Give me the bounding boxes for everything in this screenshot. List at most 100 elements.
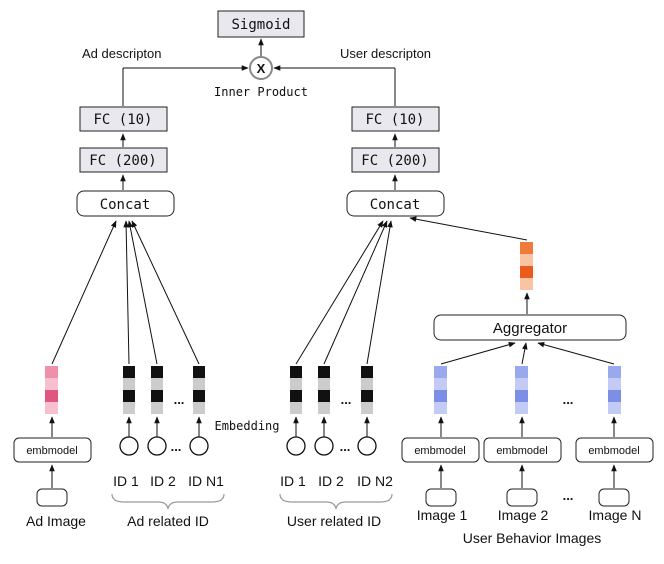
edge-ad-id2-to-concat xyxy=(127,220,158,365)
user-image-label-2: Image 2 xyxy=(498,507,549,523)
edge-user-idn2-to-concat xyxy=(366,220,393,365)
aggregated-embedding-cell xyxy=(520,242,533,254)
ad-description-label: Ad descripton xyxy=(82,46,162,61)
user-image-box-2 xyxy=(506,488,538,507)
aggregated-embedding-vector xyxy=(520,242,533,290)
id-embedding-cell xyxy=(361,378,373,390)
user-image-box-ellipsis: ... xyxy=(563,488,574,503)
ad-id-embedding-1 xyxy=(123,366,135,414)
user-embedding-cell xyxy=(434,390,447,402)
id-embedding-cell xyxy=(151,378,163,390)
ad-id-ellipsis: ... xyxy=(174,392,185,407)
user-id-embedding-n2 xyxy=(361,366,373,414)
id-embedding-cell xyxy=(193,378,205,390)
user-image-label-n: Image N xyxy=(589,507,642,523)
id-embedding-cell xyxy=(123,378,135,390)
edge-user-id1-to-concat xyxy=(295,220,384,365)
edge-user-embn-to-aggregator xyxy=(537,341,615,365)
user-embmodel-label-n: embmodel xyxy=(588,445,639,457)
user-id-group-brace xyxy=(279,493,393,510)
ad-id-group-label: Ad related ID xyxy=(127,513,209,529)
user-concat-label: Concat xyxy=(370,197,421,213)
id-embedding-cell xyxy=(318,402,330,414)
user-embedding-cell xyxy=(515,366,528,378)
id-embedding-cell xyxy=(361,366,373,378)
user-idn2-node xyxy=(357,436,377,456)
edge-aggregated-to-concat xyxy=(409,216,528,241)
ad-fc10-box xyxy=(79,106,168,132)
user-fc200-label: FC (200) xyxy=(361,153,428,169)
inner-product-symbol: X xyxy=(257,61,266,76)
user-fc10-label: FC (10) xyxy=(365,112,424,128)
user-id-embedding-2 xyxy=(318,366,330,414)
ad-id2-node xyxy=(147,436,167,456)
user-embmodel-box-n xyxy=(575,437,654,463)
user-description-label: User descripton xyxy=(340,46,431,61)
ad-embedding-cell xyxy=(45,366,58,378)
ad-idn1-node xyxy=(189,436,209,456)
id-embedding-cell xyxy=(318,366,330,378)
user-id1-node xyxy=(286,436,306,456)
sigmoid-label: Sigmoid xyxy=(231,17,290,33)
user-idn2-label: ID N2 xyxy=(357,473,393,489)
id-embedding-cell xyxy=(290,402,302,414)
sigmoid-box xyxy=(217,10,305,38)
user-id2-node xyxy=(314,436,334,456)
user-embedding-cell xyxy=(434,402,447,414)
user-embedding-cell xyxy=(515,378,528,390)
ad-idn1-label: ID N1 xyxy=(188,473,224,489)
id-embedding-cell xyxy=(151,390,163,402)
user-image-embedding-2 xyxy=(515,366,528,414)
aggregator-box xyxy=(433,314,627,341)
ad-image-box xyxy=(36,488,68,507)
ad-id-embedding-n1 xyxy=(193,366,205,414)
user-id-ellipsis: ... xyxy=(341,392,352,407)
user-image-box-1 xyxy=(425,488,457,507)
user-embmodel-label-1: embmodel xyxy=(414,445,465,457)
ad-id-embedding-2 xyxy=(151,366,163,414)
ad-image-embedding-vector xyxy=(45,366,58,414)
ad-id1-node xyxy=(119,436,139,456)
id-embedding-cell xyxy=(123,402,135,414)
user-embmodel-box-1 xyxy=(401,437,480,463)
ad-embedding-cell xyxy=(45,402,58,414)
user-embmodel-box-2 xyxy=(483,437,562,463)
id-embedding-cell xyxy=(290,366,302,378)
edge-user-id2-to-concat xyxy=(323,220,388,365)
id-embedding-cell xyxy=(290,378,302,390)
user-id1-label: ID 1 xyxy=(280,473,306,489)
ad-fc200-label: FC (200) xyxy=(89,153,156,169)
user-embmodel-label-2: embmodel xyxy=(496,445,547,457)
ad-id-group-brace xyxy=(111,493,225,510)
edge-ad-id1-to-concat xyxy=(123,220,130,365)
aggregated-embedding-cell xyxy=(520,254,533,266)
user-id-embedding-1 xyxy=(290,366,302,414)
user-embedding-cell xyxy=(608,378,621,390)
inner-product-label: Inner Product xyxy=(214,85,308,99)
ad-embmodel-label: embmodel xyxy=(26,445,77,457)
id-embedding-cell xyxy=(151,402,163,414)
user-embedding-cell xyxy=(608,366,621,378)
user-id-group-label: User related ID xyxy=(287,513,381,529)
user-image-embedding-n xyxy=(608,366,621,414)
ad-image-label: Ad Image xyxy=(26,513,86,529)
id-embedding-cell xyxy=(361,402,373,414)
ad-id2-label: ID 2 xyxy=(150,473,176,489)
user-embedding-cell xyxy=(608,390,621,402)
user-id-node-ellipsis: ... xyxy=(340,439,351,454)
embedding-label: Embedding xyxy=(214,419,279,433)
user-image-label-1: Image 1 xyxy=(417,507,468,523)
user-embedding-cell xyxy=(515,390,528,402)
id-embedding-cell xyxy=(290,390,302,402)
id-embedding-cell xyxy=(123,366,135,378)
edge-user-emb1-to-aggregator xyxy=(440,342,516,365)
edge-user-emb2-to-aggregator xyxy=(521,342,528,365)
id-embedding-cell xyxy=(318,378,330,390)
ad-id1-label: ID 1 xyxy=(113,473,139,489)
ad-id-node-ellipsis: ... xyxy=(171,439,182,454)
ad-fc10-label: FC (10) xyxy=(93,112,152,128)
user-behavior-images-label: User Behavior Images xyxy=(463,530,602,546)
ad-concat-box xyxy=(76,190,175,217)
user-image-embedding-1 xyxy=(434,366,447,414)
